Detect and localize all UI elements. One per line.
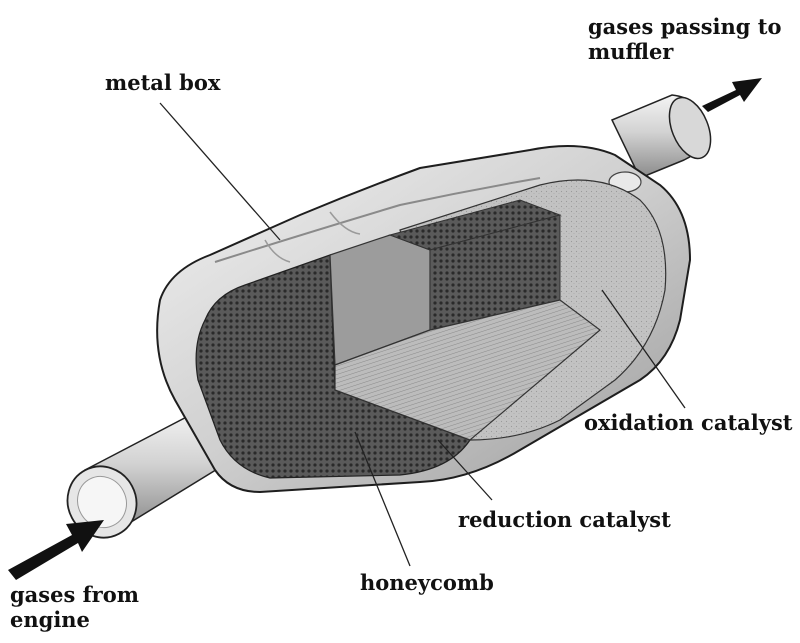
oxidation-catalyst-label: oxidation catalyst	[584, 410, 793, 435]
leader-lines	[159, 102, 686, 567]
metal-box-label: metal box	[105, 70, 221, 95]
reduction-catalyst-label: reduction catalyst	[458, 507, 671, 532]
gases-passing-to-muffler-label: gases passing to muffler	[588, 14, 782, 64]
reduction-catalyst-channels	[334, 299, 601, 441]
inlet-pipe	[66, 409, 234, 539]
exhaust-in-arrow	[8, 520, 104, 580]
honeycomb-front-face	[195, 254, 471, 479]
exhaust-out-arrow	[702, 78, 762, 112]
gases-from-engine-label: gases from engine	[10, 582, 139, 632]
honeycomb-label: honeycomb	[360, 570, 494, 595]
outlet-pipe	[610, 94, 712, 179]
